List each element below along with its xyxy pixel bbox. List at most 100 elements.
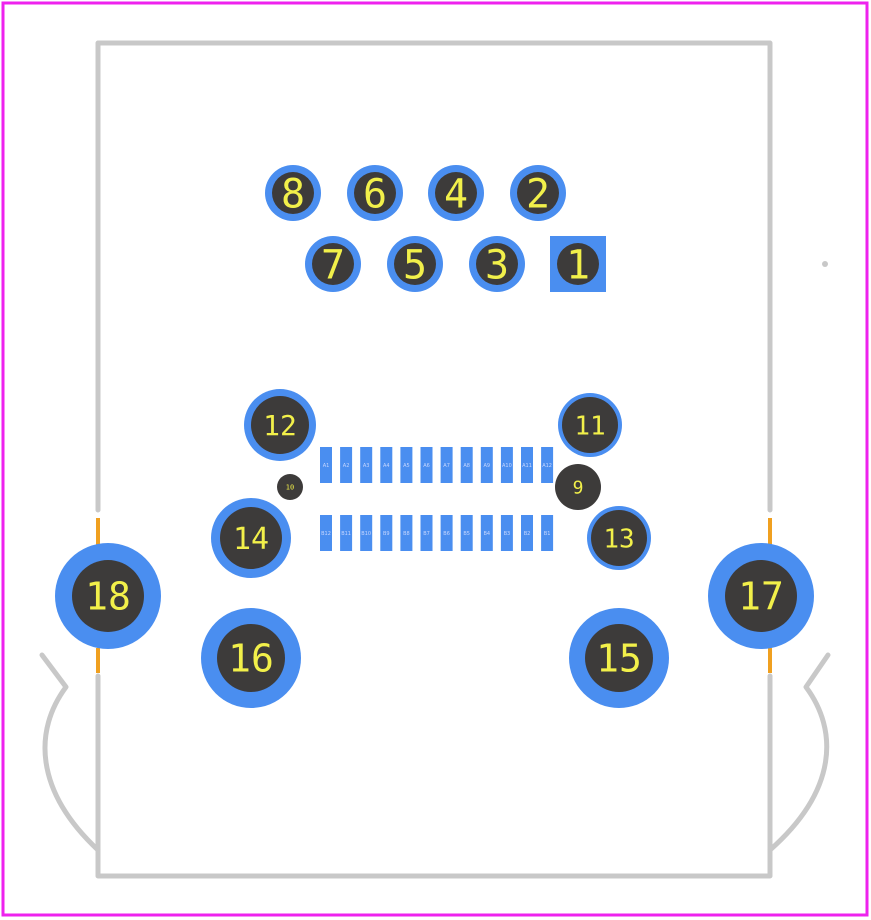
smd-pad-B8: B8 xyxy=(400,515,413,551)
drill-hole-2 xyxy=(517,172,559,214)
pin-9: 9 xyxy=(555,464,601,510)
pin-8: 8 xyxy=(265,165,321,221)
smd-pad-A8: A8 xyxy=(460,447,473,483)
smd-pad-rect-B1 xyxy=(541,515,554,551)
smd-pad-label-B7: B7 xyxy=(423,531,430,537)
smd-pad-rect-B6 xyxy=(440,515,453,551)
smd-pad-A11: A11 xyxy=(521,447,533,483)
pin-label-16: 16 xyxy=(228,637,274,681)
drill-hole-9 xyxy=(555,464,601,510)
drill-hole-15 xyxy=(585,624,653,692)
pin-label-3: 3 xyxy=(485,242,509,288)
smd-pad-rect-A11 xyxy=(521,447,533,483)
pin-15: 15 xyxy=(569,608,669,708)
drill-hole-16 xyxy=(217,624,285,692)
pin-6: 6 xyxy=(347,165,403,221)
pin-label-9: 9 xyxy=(573,477,584,498)
pin-label-18: 18 xyxy=(85,575,131,619)
pin-label-7: 7 xyxy=(321,242,345,288)
drill-hole-18 xyxy=(72,560,144,632)
pin-11: 11 xyxy=(558,393,622,457)
pin-14: 14 xyxy=(211,498,291,578)
pin-label-5: 5 xyxy=(403,242,427,288)
pin-label-12: 12 xyxy=(263,409,297,442)
pin-10: 10 xyxy=(277,474,303,500)
pin-label-6: 6 xyxy=(363,171,387,217)
smd-pad-rect-B2 xyxy=(521,515,533,551)
smd-pad-B6: B6 xyxy=(440,515,453,551)
silkscreen-left-latch xyxy=(39,652,101,853)
smd-pad-B10: B10 xyxy=(360,515,373,551)
smd-pad-rect-A4 xyxy=(380,447,393,483)
pin-16: 16 xyxy=(201,608,301,708)
smd-pad-B12: B12 xyxy=(320,515,332,551)
pin-label-13: 13 xyxy=(603,524,634,554)
pin-3: 3 xyxy=(469,236,525,292)
pin-label-2: 2 xyxy=(526,171,550,217)
smd-pad-label-A2: A2 xyxy=(343,463,350,469)
smd-pad-label-B4: B4 xyxy=(483,531,490,537)
smd-pad-B3: B3 xyxy=(500,515,513,551)
smd-pad-rect-B3 xyxy=(500,515,513,551)
smd-pad-rect-A9 xyxy=(480,447,493,483)
smd-pad-label-B9: B9 xyxy=(383,531,390,537)
pin-4: 4 xyxy=(428,165,484,221)
smd-pad-label-B6: B6 xyxy=(443,531,450,537)
drill-hole-8 xyxy=(272,172,314,214)
smd-pad-label-B1: B1 xyxy=(544,531,551,537)
smd-pad-label-A3: A3 xyxy=(363,463,370,469)
keepout-markers xyxy=(96,518,772,673)
smd-pad-label-A7: A7 xyxy=(443,463,450,469)
smd-pad-rect-A7 xyxy=(440,447,453,483)
smd-pad-A3: A3 xyxy=(360,447,373,483)
smd-pad-rect-B7 xyxy=(420,515,433,551)
smd-pad-label-B10: B10 xyxy=(361,531,371,537)
smd-pad-label-B12: B12 xyxy=(321,531,331,537)
smd-pad-rect-B8 xyxy=(400,515,413,551)
smd-pad-rect-B11 xyxy=(340,515,353,551)
pin-label-4: 4 xyxy=(444,171,468,217)
smd-pad-label-A11: A11 xyxy=(522,463,532,469)
silkscreen-bottom-edge xyxy=(95,673,773,879)
pin-13: 13 xyxy=(587,506,651,570)
smd-pad-label-B5: B5 xyxy=(463,531,470,537)
pin-label-17: 17 xyxy=(738,575,784,619)
drill-hole-17 xyxy=(725,560,797,632)
drill-hole-10 xyxy=(277,474,303,500)
smd-pad-rect-A1 xyxy=(320,447,332,483)
drill-hole-6 xyxy=(354,172,396,214)
smd-pad-rect-B12 xyxy=(320,515,332,551)
smd-pad-rect-A3 xyxy=(360,447,373,483)
pin-2: 2 xyxy=(510,165,566,221)
smd-pad-B1: B1 xyxy=(541,515,554,551)
pin-12: 12 xyxy=(244,389,316,461)
drill-hole-3 xyxy=(476,243,518,285)
smd-pad-B9: B9 xyxy=(380,515,393,551)
drill-hole-1 xyxy=(557,243,599,285)
drill-hole-12 xyxy=(251,396,309,454)
smd-pad-A7: A7 xyxy=(440,447,453,483)
pin-18: 18 xyxy=(55,543,161,649)
smd-pad-B4: B4 xyxy=(480,515,493,551)
silkscreen-outline xyxy=(39,40,831,879)
smd-pad-label-B3: B3 xyxy=(504,531,511,537)
silkscreen-right-latch xyxy=(767,652,831,853)
smd-pad-rect-A5 xyxy=(400,447,413,483)
smd-pad-rect-A10 xyxy=(500,447,513,483)
pin-5: 5 xyxy=(387,236,443,292)
smd-pad-B7: B7 xyxy=(420,515,433,551)
drill-hole-11 xyxy=(562,397,618,453)
smd-pad-rect-A2 xyxy=(340,447,353,483)
drill-hole-4 xyxy=(435,172,477,214)
smd-pad-rect-A6 xyxy=(420,447,433,483)
drill-hole-5 xyxy=(394,243,436,285)
silkscreen-top-edge xyxy=(95,40,773,513)
smd-pad-rect-B9 xyxy=(380,515,393,551)
smd-pad-A6: A6 xyxy=(420,447,433,483)
pin-label-10: 10 xyxy=(286,484,294,492)
smd-pad-label-A5: A5 xyxy=(403,463,410,469)
